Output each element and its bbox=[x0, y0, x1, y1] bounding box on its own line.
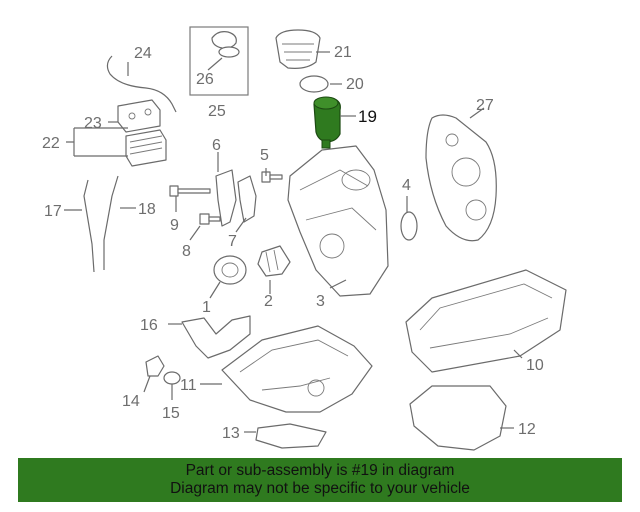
part-25-box bbox=[189, 26, 249, 96]
callout-4: 4 bbox=[402, 177, 411, 194]
part-8-bolt-drawing bbox=[199, 213, 221, 225]
callout-2: 2 bbox=[264, 293, 273, 310]
part-12-pan-drawing bbox=[409, 385, 507, 451]
part-11-pan-drawing bbox=[221, 325, 373, 413]
part-5-bolt-drawing bbox=[261, 171, 283, 183]
callout-labels: 24 23 22 26 25 21 20 19 27 4 5 6 7 9 8 1… bbox=[42, 44, 544, 442]
part-2-damper-drawing bbox=[257, 245, 291, 277]
notice-line-2: Diagram may not be specific to your vehi… bbox=[170, 480, 470, 497]
callout-20: 20 bbox=[346, 76, 364, 93]
part-21-filter-cap-drawing bbox=[275, 29, 321, 69]
callout-15: 15 bbox=[162, 405, 180, 422]
part-17-dipstick-drawing bbox=[83, 179, 95, 273]
notice-line-1: Part or sub-assembly is #19 in diagram bbox=[185, 462, 455, 479]
callout-9: 9 bbox=[170, 217, 179, 234]
callout-6: 6 bbox=[212, 137, 221, 154]
part-3-cover-drawing bbox=[287, 145, 389, 297]
part-20-oring-drawing bbox=[299, 75, 329, 93]
part-22-cooler-drawing bbox=[125, 129, 167, 167]
part-7-bracket-drawing bbox=[237, 175, 257, 223]
leader-lines bbox=[64, 51, 523, 433]
part-23-cooler-drawing bbox=[117, 99, 161, 133]
callout-14: 14 bbox=[122, 393, 140, 410]
callout-8: 8 bbox=[182, 243, 191, 260]
callout-24: 24 bbox=[134, 45, 152, 62]
callout-18: 18 bbox=[138, 201, 156, 218]
callout-12: 12 bbox=[518, 421, 536, 438]
callout-21: 21 bbox=[334, 44, 352, 61]
callout-7: 7 bbox=[228, 233, 237, 250]
part-15-ring-drawing bbox=[163, 371, 181, 385]
callout-27: 27 bbox=[476, 97, 494, 114]
callout-11: 11 bbox=[180, 377, 197, 394]
part-19-filter-element-drawing bbox=[313, 96, 341, 149]
part-26-cap-drawing bbox=[211, 31, 240, 58]
callout-16: 16 bbox=[140, 317, 158, 334]
callout-17: 17 bbox=[44, 203, 62, 220]
exploded-parts-diagram: 24 23 22 26 25 21 20 19 27 4 5 6 7 9 8 1… bbox=[42, 26, 567, 451]
callout-5: 5 bbox=[260, 147, 269, 164]
callout-19: 19 bbox=[358, 107, 377, 126]
callout-22: 22 bbox=[42, 135, 60, 152]
part-6-bracket-drawing bbox=[215, 169, 237, 227]
notice-banner: Part or sub-assembly is #19 in diagram D… bbox=[18, 458, 622, 502]
callout-25: 25 bbox=[208, 103, 226, 120]
part-16-bracket-drawing bbox=[181, 315, 251, 359]
part-9-bolt-drawing bbox=[169, 185, 211, 197]
part-1-pulley-drawing bbox=[213, 255, 247, 285]
part-24-tube-drawing bbox=[106, 55, 177, 113]
callout-23: 23 bbox=[84, 115, 102, 132]
part-4-seal-drawing bbox=[400, 211, 418, 241]
part-10-pan-drawing bbox=[405, 269, 567, 373]
part-13-gasket-drawing bbox=[255, 423, 327, 449]
callout-26: 26 bbox=[196, 71, 214, 88]
part-27-plate-drawing bbox=[425, 114, 497, 242]
callout-10: 10 bbox=[526, 357, 544, 374]
callout-1: 1 bbox=[202, 299, 211, 316]
part-14-plug-drawing bbox=[145, 355, 165, 377]
callout-13: 13 bbox=[222, 425, 240, 442]
part-18-dipstick-tube-drawing bbox=[103, 175, 119, 270]
callout-3: 3 bbox=[316, 293, 325, 310]
